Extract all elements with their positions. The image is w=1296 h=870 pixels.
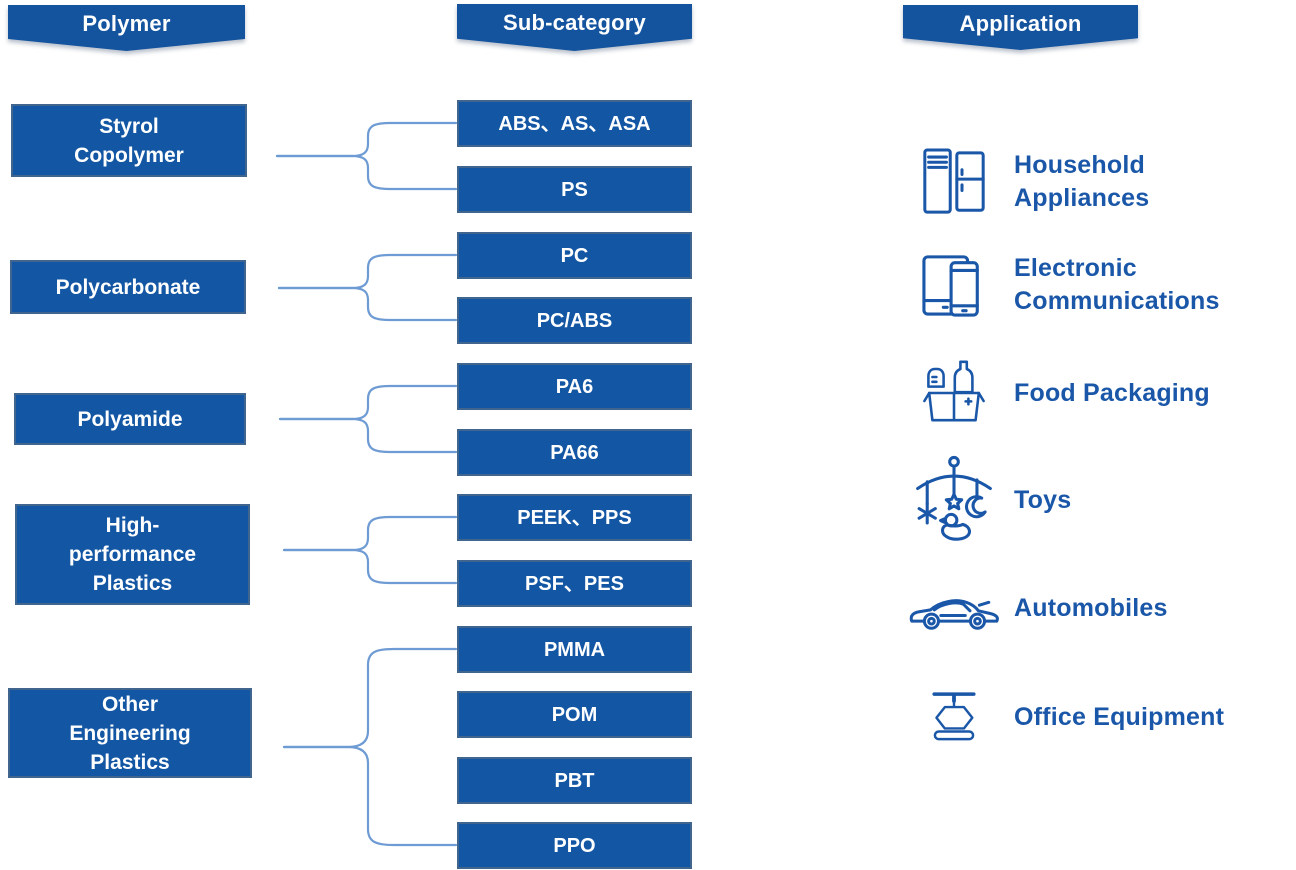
application-item-electronic-communications: Electronic Communications: [906, 250, 1292, 320]
application-label: Food Packaging: [1014, 378, 1210, 407]
polymer-box-high-performance-plastics: High- performance Plastics: [15, 504, 250, 605]
brace-high-performance: [282, 515, 458, 585]
app-icon-cell: [906, 583, 1002, 633]
app-icon-cell: [906, 147, 1002, 217]
subcategory-box-pom: POM: [457, 691, 692, 738]
app-icon-cell: [906, 684, 1002, 750]
subcategory-box-pa6: PA6: [457, 363, 692, 410]
subcategory-column-header: Sub-category: [457, 4, 692, 51]
app-icon-cell: [906, 253, 1002, 317]
subcategory-box-pc: PC: [457, 232, 692, 279]
application-label: Household Appliances: [1014, 151, 1150, 212]
polymer-box-polycarbonate: Polycarbonate: [10, 260, 246, 314]
application-column-header: Application: [903, 5, 1138, 50]
toys-icon: [916, 455, 992, 541]
food-packaging-icon: [923, 360, 985, 422]
application-item-food-packaging: Food Packaging: [906, 352, 1292, 434]
subcategory-box-pbt: PBT: [457, 757, 692, 804]
application-item-toys: Toys: [906, 452, 1292, 548]
polymer-box-other-engineering-plastics: Other Engineering Plastics: [8, 688, 252, 778]
electronic-communications-icon: [922, 255, 979, 317]
application-label: Office Equipment: [1014, 702, 1225, 731]
subcategory-box-peek-pps: PEEK、PPS: [457, 494, 692, 541]
polymer-column-header: Polymer: [8, 5, 245, 51]
application-label: Electronic Communications: [1014, 254, 1220, 315]
app-icon-cell: [906, 353, 1002, 433]
office-equipment-icon: [932, 692, 976, 741]
subcategory-box-pa66: PA66: [457, 429, 692, 476]
subcategory-box-ppo: PPO: [457, 822, 692, 869]
brace-polyamide: [278, 384, 458, 454]
application-item-office-equipment: Office Equipment: [906, 682, 1292, 752]
polymer-box-polyamide: Polyamide: [14, 393, 246, 445]
application-label: Toys: [1014, 485, 1072, 514]
application-item-automobiles: Automobiles: [906, 582, 1292, 634]
automobiles-icon: [909, 599, 999, 630]
subcategory-box-psf-pes: PSF、PES: [457, 560, 692, 607]
subcategory-box-ps: PS: [457, 166, 692, 213]
application-item-household-appliances: Household Appliances: [906, 144, 1292, 220]
brace-styrol-copolymer: [275, 121, 458, 191]
subcategory-box-pmma: PMMA: [457, 626, 692, 673]
subcategory-box-abs-as-asa: ABS、AS、ASA: [457, 100, 692, 147]
app-icon-cell: [906, 454, 1002, 546]
subcategory-box-pc-abs: PC/ABS: [457, 297, 692, 344]
household-appliances-icon: [923, 148, 985, 214]
brace-polycarbonate: [277, 253, 458, 322]
brace-other-engineering: [282, 647, 458, 847]
application-label: Automobiles: [1014, 593, 1168, 622]
polymer-box-styrol-copolymer: Styrol Copolymer: [11, 104, 247, 177]
